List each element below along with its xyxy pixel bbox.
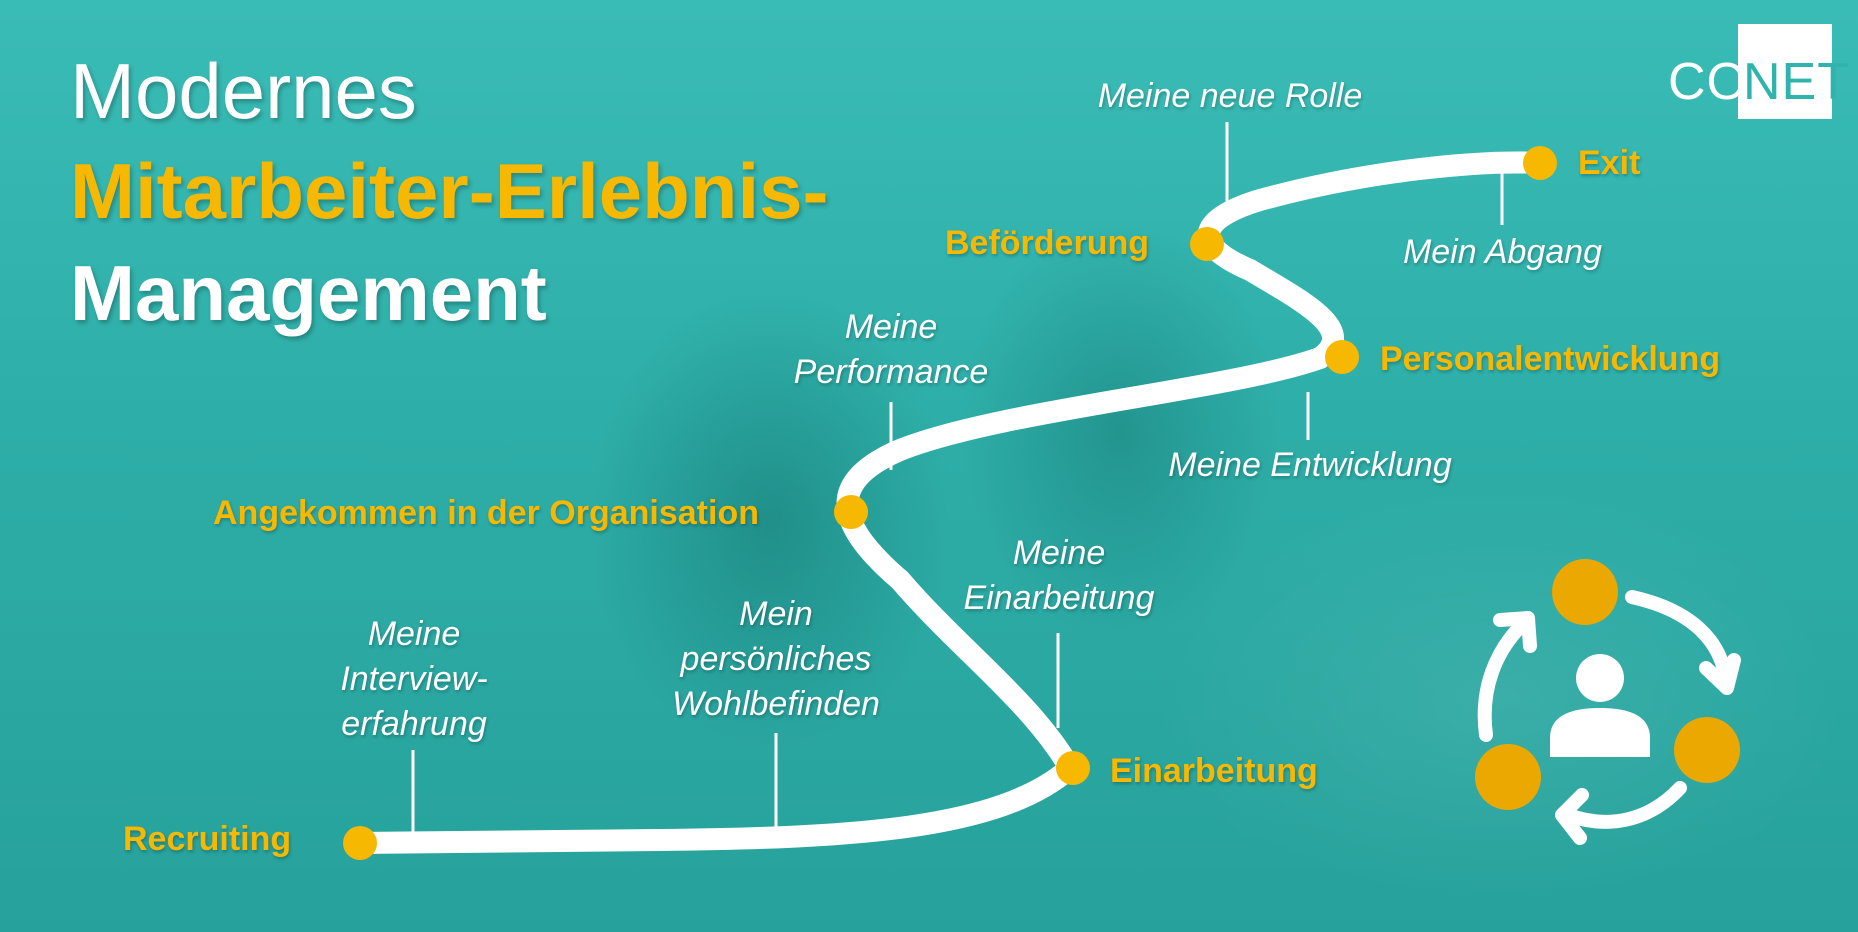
experience-einarbeitung-line-2: Einarbeitung: [963, 579, 1155, 617]
cycle-arrow-right: [1625, 590, 1733, 689]
cycle-person-left: [1475, 744, 1541, 810]
experience-wohlbefinden-line-1: Mein: [739, 595, 813, 633]
experience-entwicklung-line-1: Meine Entwicklung: [1168, 446, 1452, 484]
people-cycle-icon: [1475, 559, 1741, 845]
experience-neue-rolle: Meine neue Rolle: [1075, 74, 1385, 119]
node-exit: [1523, 146, 1557, 180]
experience-abgang: Mein Abgang: [1380, 230, 1625, 275]
experience-interview-line-1: Meine: [367, 615, 461, 653]
experience-neue-rolle-line-1: Meine neue Rolle: [1097, 77, 1363, 115]
experience-interview-line-3: erfahrung: [341, 705, 487, 743]
experience-abgang-line-1: Mein Abgang: [1402, 233, 1603, 271]
experience-einarbeitung: Meine Einarbeitung: [948, 531, 1170, 621]
cycle-arrow-left: [1477, 615, 1532, 742]
title-line-2: Mitarbeiter-Erlebnis-: [70, 147, 829, 235]
experience-wohlbefinden-line-3: Wohlbefinden: [672, 685, 880, 723]
stage-exit: Exit: [1578, 144, 1641, 182]
stage-angekommen: Angekommen in der Organisation: [213, 494, 759, 532]
experience-entwicklung: Meine Entwicklung: [1150, 443, 1470, 488]
cycle-arrowhead-left: [1493, 611, 1537, 653]
title-line-3: Management: [70, 249, 547, 337]
experience-performance-line-1: Meine: [844, 308, 938, 346]
node-befoerderung: [1190, 227, 1224, 261]
logo-box: [1738, 24, 1832, 119]
node-einarbeitung: [1056, 751, 1090, 785]
stage-befoerderung: Beförderung: [945, 224, 1149, 262]
experience-performance: Meine Performance: [776, 305, 1006, 395]
cycle-center-head: [1576, 654, 1624, 702]
experience-wohlbefinden: Mein persönliches Wohlbefinden: [656, 592, 896, 727]
title-line-1: Modernes: [70, 47, 417, 135]
node-angekommen: [834, 495, 868, 529]
experience-interview-line-2: Interview-: [340, 660, 488, 698]
node-personalentwicklung: [1325, 340, 1359, 374]
logo-text-right: NET: [1743, 53, 1850, 111]
stage-personalentwicklung: Personalentwicklung: [1380, 340, 1721, 378]
cycle-arrow-bottom: [1561, 781, 1687, 829]
experience-wohlbefinden-line-2: persönliches: [680, 640, 872, 678]
cycle-person-right: [1674, 717, 1740, 783]
cycle-arrowhead-bottom: [1555, 788, 1589, 845]
node-recruiting: [343, 826, 377, 860]
stage-einarbeitung: Einarbeitung: [1110, 752, 1318, 790]
cycle-arrowhead-right: [1699, 653, 1741, 695]
cycle-person-top: [1552, 559, 1618, 625]
stage-recruiting: Recruiting: [123, 820, 292, 858]
conet-logo: CO NET: [1668, 24, 1849, 119]
experience-performance-line-2: Performance: [793, 353, 989, 391]
experience-interview: Meine Interview- erfahrung: [314, 612, 514, 747]
logo-text-left: CO: [1668, 53, 1748, 111]
cycle-center-body: [1550, 708, 1650, 757]
experience-einarbeitung-line-1: Meine: [1012, 534, 1106, 572]
